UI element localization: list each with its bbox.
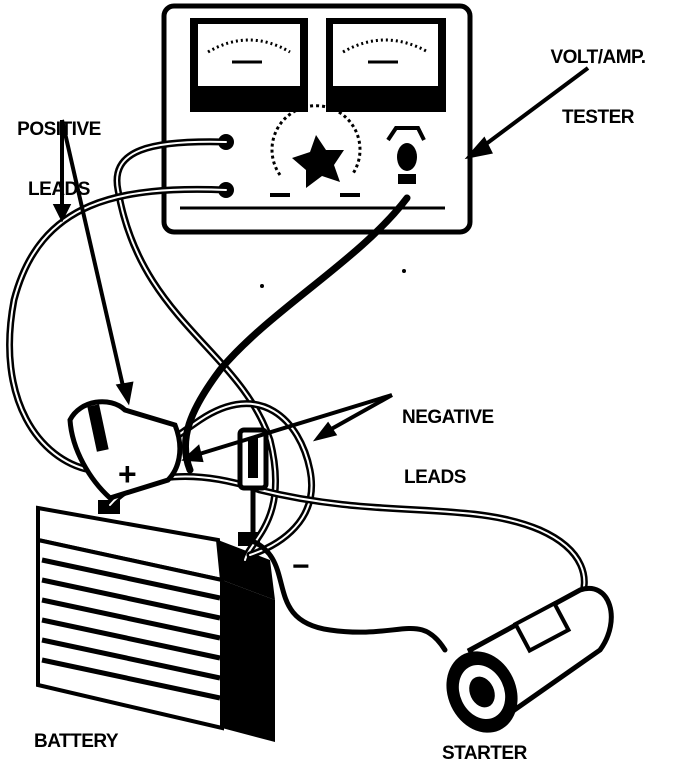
negative-arrow-2 bbox=[325, 393, 393, 434]
positive-leads-label-line-1: POSITIVE bbox=[17, 119, 101, 140]
negative-leads-label-line-1: NEGATIVE bbox=[402, 407, 494, 428]
tester-label-line-1: VOLT/AMP. bbox=[550, 47, 646, 68]
negative-leads-label: NEGATIVE LEADS bbox=[402, 368, 494, 508]
negative-clamp bbox=[237, 427, 269, 535]
positive-leads-label: POSITIVE LEADS bbox=[0, 80, 118, 220]
speck bbox=[260, 284, 264, 288]
ammeter bbox=[326, 18, 446, 112]
starter-motor bbox=[446, 585, 614, 733]
negative-arrow-1 bbox=[195, 393, 393, 457]
negative-lead bbox=[181, 194, 411, 474]
voltmeter bbox=[190, 18, 308, 112]
positive-leads-label-line-2: LEADS bbox=[28, 179, 90, 200]
starter-label: STARTER bbox=[442, 743, 527, 764]
amp-clamp-holder bbox=[386, 126, 426, 184]
volt-amp-tester bbox=[161, 3, 473, 235]
callout-arrows bbox=[52, 66, 590, 463]
ground-cable bbox=[247, 537, 448, 653]
speck bbox=[402, 269, 406, 273]
battery-label: BATTERY bbox=[34, 731, 119, 752]
tester-label: VOLT/AMP. TESTER bbox=[520, 8, 676, 148]
minus-sign: − bbox=[292, 550, 310, 583]
positive-lead-2 bbox=[6, 185, 315, 559]
plus-sign: + bbox=[118, 456, 137, 492]
tester-arrow bbox=[476, 66, 590, 152]
positive-arrow-2 bbox=[60, 119, 127, 396]
battery bbox=[36, 500, 275, 742]
positive-clamp bbox=[67, 399, 183, 501]
load-knob bbox=[270, 104, 362, 197]
tester-label-line-2: TESTER bbox=[562, 107, 634, 128]
negative-leads-label-line-2: LEADS bbox=[404, 467, 466, 488]
